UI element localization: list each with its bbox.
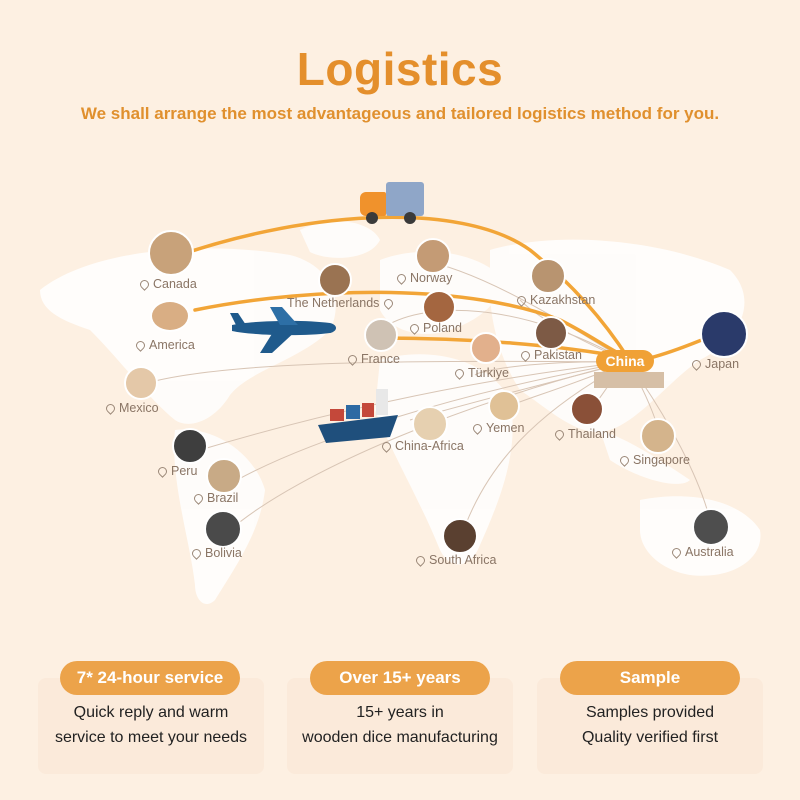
cargo-ship-icon (318, 385, 398, 445)
poland-product-thumb (422, 290, 456, 324)
location-pin-icon (414, 553, 427, 567)
south-africa-product-thumb (442, 518, 478, 554)
location-pin-icon (408, 321, 421, 335)
page-title: Logistics (296, 43, 504, 95)
bolivia-product-thumb (204, 510, 242, 548)
feature-badge-experience: Over 15+ years (310, 661, 490, 695)
airplane-icon (230, 305, 340, 353)
location-pakistan: Pakistan (519, 348, 582, 362)
feature-text-line1: 15+ years in (356, 704, 444, 721)
brazil-product-thumb (206, 458, 242, 494)
canada-product-thumb (148, 230, 194, 276)
feature-text-line2: Quality verified first (581, 729, 719, 746)
location-turkiye: Türkiye (453, 366, 509, 380)
norway-product-thumb (415, 238, 451, 274)
location-pin-icon (138, 277, 151, 291)
mexico-product-thumb (124, 366, 158, 400)
location-france: France (346, 352, 400, 366)
turkiye-product-thumb (470, 332, 502, 364)
location-peru: Peru (156, 464, 197, 478)
location-pin-icon (553, 427, 566, 441)
china-hub-photo (594, 372, 664, 388)
japan-product-thumb (700, 310, 748, 358)
location-norway: Norway (395, 271, 452, 285)
location-pin-icon (104, 401, 117, 415)
feature-badge-service: 7* 24-hour service (60, 661, 240, 695)
location-pin-icon (382, 296, 396, 310)
location-pin-icon (670, 545, 683, 559)
feature-text-line2: wooden dice manufacturing (302, 729, 498, 746)
location-thailand: Thailand (553, 427, 616, 441)
feature-text-line2: service to meet your needs (54, 729, 248, 746)
location-pin-icon (346, 352, 359, 366)
location-america: America (134, 338, 195, 352)
france-product-thumb (364, 318, 398, 352)
location-pin-icon (453, 366, 466, 380)
china-hub-badge: China (596, 350, 654, 372)
location-poland: Poland (408, 321, 462, 335)
feature-badge-sample: Sample (560, 661, 740, 695)
kazakhstan-product-thumb (530, 258, 566, 294)
location-pin-icon (515, 293, 528, 307)
location-pin-icon (618, 453, 631, 467)
location-pin-icon (192, 491, 205, 505)
feature-text-line1: Samples provided (585, 704, 715, 721)
china-africa-product-thumb (412, 406, 448, 442)
singapore-product-thumb (640, 418, 676, 454)
location-canada: Canada (138, 277, 197, 291)
location-pin-icon (190, 546, 203, 560)
location-mexico: Mexico (104, 401, 159, 415)
location-netherlands: The Netherlands (287, 296, 396, 310)
location-pin-icon (690, 357, 703, 371)
yemen-product-thumb (488, 390, 520, 422)
location-pin-icon (156, 464, 169, 478)
location-china-africa: China-Africa (380, 439, 464, 453)
location-kazakhstan: Kazakhstan (515, 293, 595, 307)
location-pin-icon (471, 421, 484, 435)
page-subtitle: We shall arrange the most advantageous a… (80, 104, 720, 123)
peru-product-thumb (172, 428, 208, 464)
location-pin-icon (134, 338, 147, 352)
pakistan-product-thumb (534, 316, 568, 350)
truck-icon (360, 180, 430, 224)
location-singapore: Singapore (618, 453, 690, 467)
feature-text-line1: Quick reply and warm (73, 704, 229, 721)
location-pin-icon (519, 348, 532, 362)
location-pin-icon (380, 439, 393, 453)
location-australia: Australia (670, 545, 734, 559)
thailand-product-thumb (570, 392, 604, 426)
australia-product-thumb (692, 508, 730, 546)
location-south-africa: South Africa (414, 553, 496, 567)
location-yemen: Yemen (471, 421, 524, 435)
location-brazil: Brazil (192, 491, 238, 505)
location-bolivia: Bolivia (190, 546, 242, 560)
netherlands-product-thumb (318, 263, 352, 297)
america-product-thumb (150, 300, 190, 332)
location-japan: Japan (690, 357, 739, 371)
location-pin-icon (395, 271, 408, 285)
